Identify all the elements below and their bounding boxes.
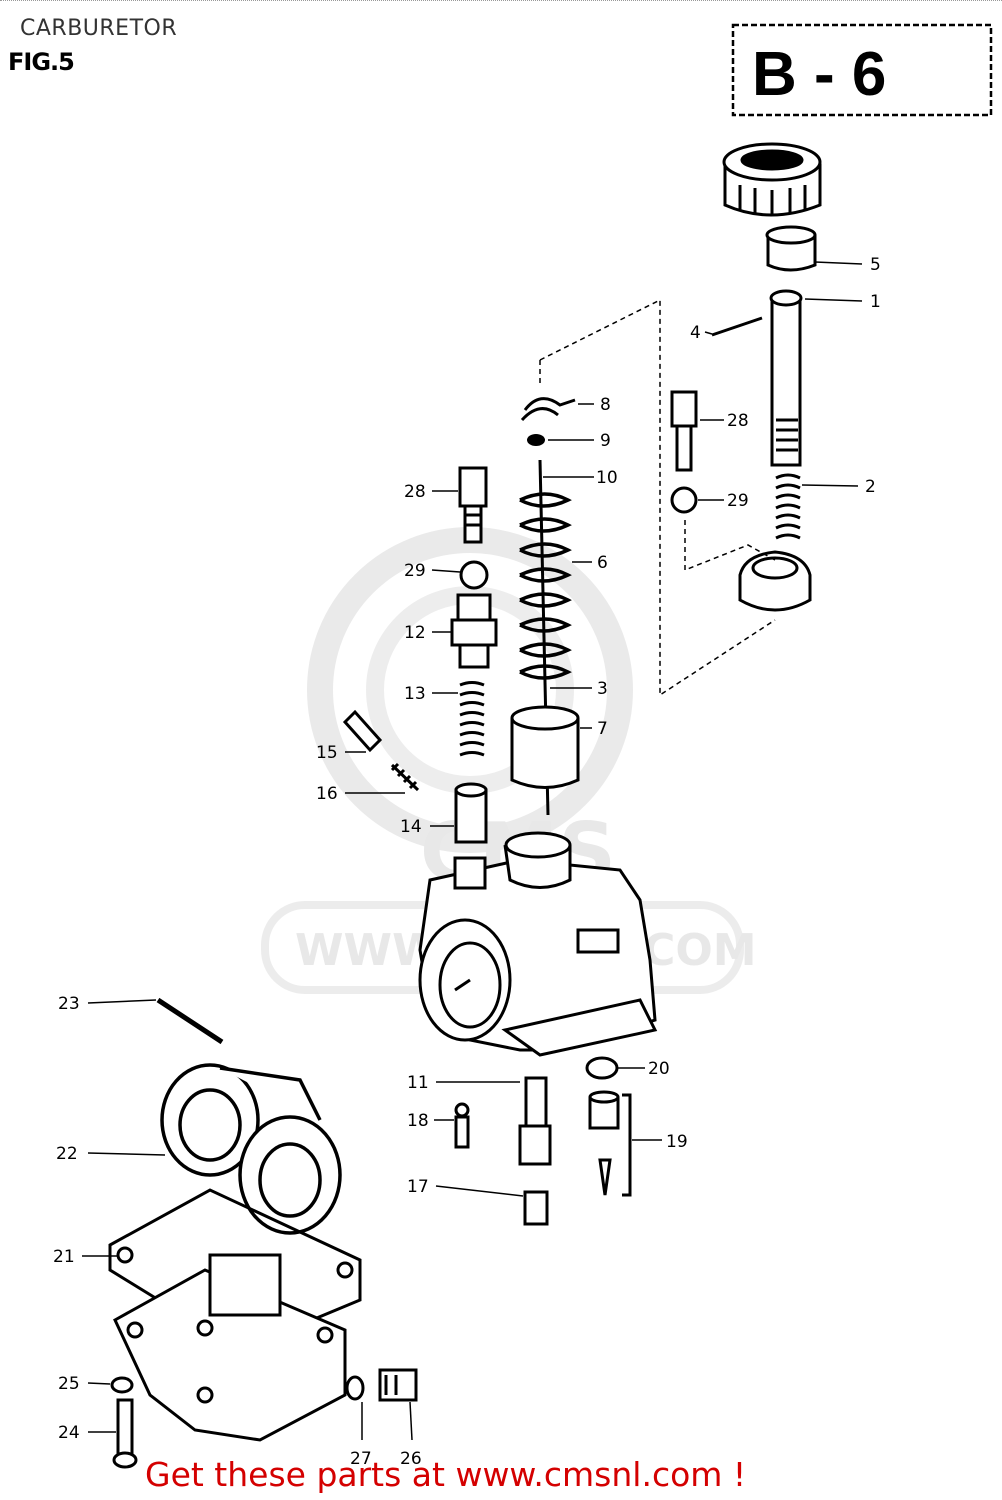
part-24-screw [112,1398,138,1469]
part-23-pin [156,997,224,1045]
part-25-washer [110,1376,134,1394]
part-18-pilot-jet [454,1102,470,1149]
top-dotted-border [0,0,1002,3]
mixing-chamber-top [738,550,812,612]
part-29-nut-left [459,560,489,590]
part-17-main-jet [523,1190,549,1226]
part-7-throttle-valve [510,705,580,789]
callout-3: 3 [597,679,608,699]
callout-19: 19 [666,1132,688,1152]
figure-number: FIG.5 [8,48,75,76]
callout-9: 9 [600,431,611,451]
callout-21: 21 [53,1247,75,1267]
part-13-spring [459,681,485,757]
callout-26: 26 [400,1449,422,1469]
promo-banner-link[interactable]: Get these parts at www.cmsnl.com ! [145,1455,747,1494]
callout-28-right: 28 [727,411,749,431]
part-26-drain-plug [378,1368,418,1402]
part-21-gasket [108,1188,362,1352]
callout-22: 22 [56,1144,78,1164]
part-11-main-jet-holder [518,1076,552,1166]
callout-11: 11 [407,1073,429,1093]
top-cap [722,142,822,217]
callout-24: 24 [58,1423,80,1443]
part-29-nut-right [670,486,698,514]
part-16-spring [390,762,420,792]
part-9-ring [527,434,545,446]
carburetor-body [418,831,658,1057]
section-code-box: B - 6 [731,23,993,117]
section-code: B - 6 [752,40,886,109]
callout-1: 1 [870,292,881,312]
part-12-fitting [450,593,498,669]
part-28-bolt-right [670,390,698,472]
callout-14: 14 [400,817,422,837]
part-4-screw [711,316,763,337]
page-title: CARBURETOR [20,16,178,41]
callout-15: 15 [316,743,338,763]
callout-20: 20 [648,1059,670,1079]
callout-labels: 5 1 4 8 9 10 28 2 29 6 28 29 12 13 3 7 1… [53,255,881,1469]
part-20-washer [585,1056,619,1080]
callout-29-right: 29 [727,491,749,511]
callout-8: 8 [600,395,611,415]
part-28-bolt-left [458,466,488,544]
part-14-plunger [454,782,488,844]
callout-13: 13 [404,684,426,704]
callout-25: 25 [58,1374,80,1394]
callout-10: 10 [596,468,618,488]
assembly-bracket-lines [539,298,776,697]
callout-12: 12 [404,623,426,643]
float-chamber [113,1253,347,1442]
callout-4: 4 [690,323,701,343]
part-2-spring [775,473,801,540]
callout-29-left: 29 [404,561,426,581]
part-6-throttle-spring [519,492,572,680]
part-1-adjuster-tube [769,289,803,467]
callout-23: 23 [58,994,80,1014]
callout-7: 7 [597,719,608,739]
part-15-screw [342,709,383,753]
callout-17: 17 [407,1177,429,1197]
part-27-washer [345,1375,365,1401]
callout-5: 5 [870,255,881,275]
callout-2: 2 [865,477,876,497]
part-22-float [160,1063,342,1235]
callout-27: 27 [350,1449,372,1469]
callout-leader-lines [82,261,863,1441]
part-19-needle-valve [588,1090,632,1197]
callout-6: 6 [597,553,608,573]
callout-16: 16 [316,784,338,804]
part-5-cap-sleeve [765,225,817,272]
callout-18: 18 [407,1111,429,1131]
callout-28-left: 28 [404,482,426,502]
part-8-clip [520,397,576,422]
